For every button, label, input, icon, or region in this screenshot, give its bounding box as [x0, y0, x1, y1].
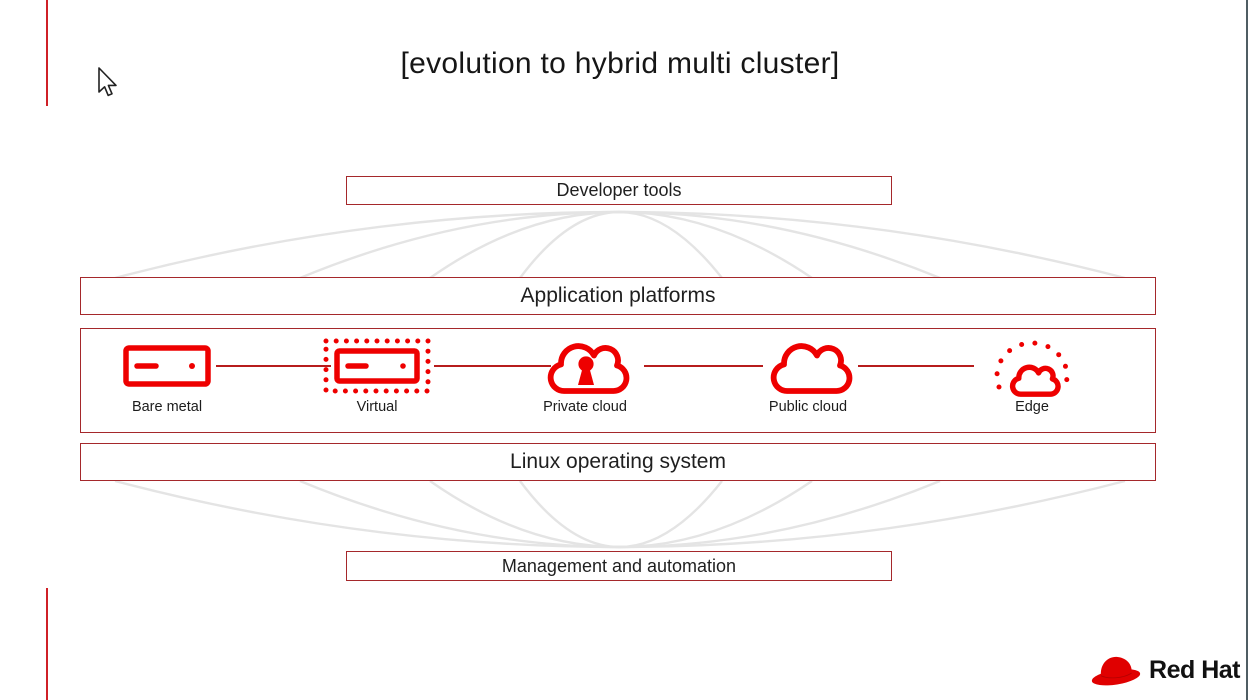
- left-accent-rule-top: [46, 0, 48, 106]
- connector-line: [434, 365, 551, 367]
- connector-line: [858, 365, 974, 367]
- redhat-logo: Red Hat: [1089, 650, 1240, 690]
- mouse-cursor-icon: [98, 67, 117, 97]
- virtual-server-icon: [322, 334, 432, 398]
- slide-title: [evolution to hybrid multi cluster]: [400, 47, 840, 80]
- connector-line: [644, 365, 763, 367]
- public-cloud-icon: [761, 334, 856, 398]
- developer-tools-box: Developer tools: [346, 176, 892, 205]
- infra-item-virtual: Virtual: [302, 334, 452, 415]
- redhat-fedora-icon: [1091, 656, 1141, 686]
- linux-os-box: Linux operating system: [80, 443, 1156, 481]
- infra-label: Public cloud: [768, 399, 848, 415]
- infra-label: Bare metal: [131, 399, 203, 415]
- infra-label: Virtual: [356, 399, 398, 415]
- infra-item-private-cloud: Private cloud: [510, 334, 660, 415]
- bare-metal-server-icon: [123, 334, 211, 398]
- window-right-edge: [1246, 0, 1248, 700]
- application-platforms-box: Application platforms: [80, 277, 1156, 315]
- infra-item-public-cloud: Public cloud: [733, 334, 883, 415]
- edge-cloud-icon: [982, 334, 1082, 398]
- linux-os-label: Linux operating system: [510, 450, 726, 473]
- management-automation-box: Management and automation: [346, 551, 892, 581]
- developer-tools-label: Developer tools: [556, 180, 682, 200]
- application-platforms-label: Application platforms: [520, 284, 716, 307]
- redhat-logo-text: Red Hat: [1149, 655, 1240, 684]
- infra-item-bare-metal: Bare metal: [92, 334, 242, 415]
- connector-line: [216, 365, 331, 367]
- infra-label: Edge: [1015, 399, 1049, 415]
- private-cloud-lock-icon: [538, 334, 633, 398]
- infra-item-edge: Edge: [957, 334, 1107, 415]
- management-automation-label: Management and automation: [501, 555, 737, 576]
- infra-label: Private cloud: [543, 399, 627, 415]
- left-accent-rule-bottom: [46, 588, 48, 700]
